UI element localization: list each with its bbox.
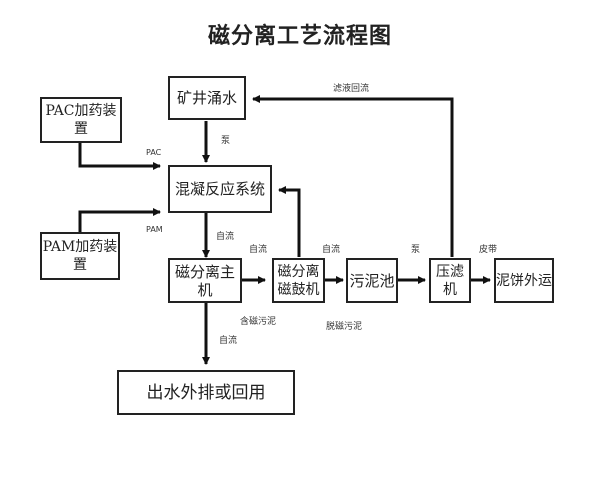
label-pam: PAM [146, 225, 163, 234]
node-coagulation: 混凝反应系统 [168, 165, 272, 213]
label-pac: PAC [146, 148, 162, 157]
node-mine-water: 矿井涌水 [168, 76, 246, 120]
label-belt: 皮带 [479, 245, 498, 255]
label-demag-sludge: 脱磁污泥 [326, 322, 363, 332]
node-effluent: 出水外排或回用 [117, 370, 295, 415]
arrow-pam-to-coagulation [78, 208, 161, 233]
node-pam-device: PAM加药装置 [40, 232, 120, 280]
arrow-filtrate-return [252, 95, 454, 257]
node-mag-drum: 磁分离 磁鼓机 [272, 258, 325, 303]
node-sludge-tank: 污泥池 [346, 258, 398, 303]
node-mag-drum-line1: 磁分离 [277, 263, 320, 280]
arrow-pac-to-coagulation [78, 142, 161, 170]
label-pump-2: 泵 [411, 245, 421, 255]
label-gravity-2: 自流 [249, 245, 268, 255]
arrow-drum-to-coagulation [278, 186, 301, 257]
node-pac-device: PAC加药装置 [40, 97, 122, 143]
label-gravity-1: 自流 [216, 232, 235, 242]
node-mag-drum-line2: 磁鼓机 [277, 281, 320, 298]
label-gravity-4: 自流 [219, 336, 238, 346]
label-gravity-3: 自流 [322, 245, 341, 255]
label-pump-1: 泵 [221, 136, 231, 146]
node-cake-out: 泥饼外运 [494, 258, 554, 303]
node-filter-press: 压滤机 [429, 258, 471, 303]
node-mag-separator: 磁分离主机 [168, 258, 242, 303]
label-filtrate-return: 滤液回流 [333, 84, 370, 94]
label-magnetic-sludge: 含磁污泥 [240, 317, 277, 327]
diagram-title: 磁分离工艺流程图 [207, 24, 392, 49]
